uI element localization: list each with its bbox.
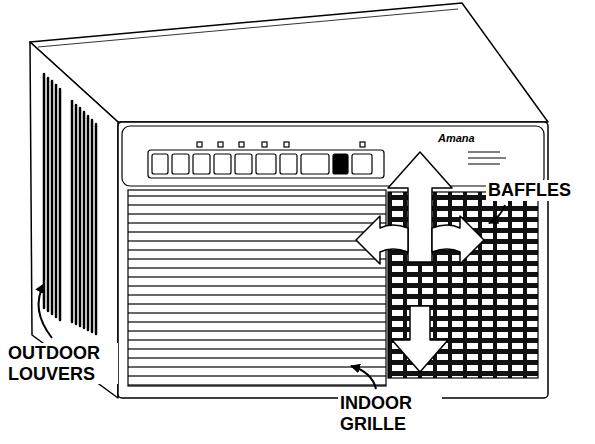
outdoor-louvers <box>83 112 86 328</box>
unit-cabinet <box>118 122 548 398</box>
control-panel <box>284 142 289 147</box>
airflow-arrows <box>432 216 484 264</box>
indoor-grille <box>128 190 386 386</box>
outdoor-louvers <box>87 116 90 330</box>
control-panel <box>262 142 267 147</box>
control-panel <box>152 154 168 174</box>
control-panel <box>360 142 365 147</box>
control-panel <box>193 154 210 174</box>
outdoor-louvers <box>44 74 96 334</box>
control-panel <box>148 150 384 178</box>
unit-cabinet <box>30 3 548 398</box>
control-panel <box>333 154 348 174</box>
part-label: INDOOR GRILLE <box>338 393 442 434</box>
airflow-arrows <box>392 306 448 372</box>
control-panel <box>468 158 506 159</box>
control-panel <box>468 152 500 153</box>
outdoor-louvers <box>91 120 94 332</box>
part-label: BAFFLES <box>486 180 573 201</box>
outdoor-louvers <box>71 101 74 322</box>
control-panel <box>214 154 231 174</box>
leader-lines <box>489 205 505 223</box>
airflow-arrows <box>356 216 408 264</box>
outdoor-louvers <box>95 124 98 334</box>
outdoor-louvers <box>43 74 46 308</box>
unit-cabinet <box>30 3 548 122</box>
control-panel <box>197 142 202 147</box>
leader-lines <box>351 366 376 389</box>
unit-cabinet <box>38 9 458 47</box>
indoor-grille <box>128 190 386 386</box>
control-panel <box>172 154 189 174</box>
leader-lines <box>39 284 52 338</box>
control-panel <box>122 126 544 186</box>
airflow-arrows <box>356 152 484 372</box>
outdoor-louvers <box>79 108 82 326</box>
control-panel <box>352 154 372 174</box>
outdoor-louvers <box>47 78 50 311</box>
control-panel <box>235 154 252 174</box>
control-panel <box>256 154 276 174</box>
brand-logo: Amana <box>437 132 476 145</box>
outdoor-louvers <box>75 105 78 324</box>
part-label: OUTDOOR LOUVERS <box>6 343 118 384</box>
outdoor-louvers <box>55 85 58 317</box>
outdoor-louvers <box>51 81 54 314</box>
control-panel <box>468 164 500 165</box>
control-panel <box>122 126 544 186</box>
control-panel <box>218 142 223 147</box>
control-panel <box>239 142 244 147</box>
outdoor-louvers <box>59 89 62 320</box>
control-panel <box>280 154 297 174</box>
control-panel <box>301 154 329 174</box>
